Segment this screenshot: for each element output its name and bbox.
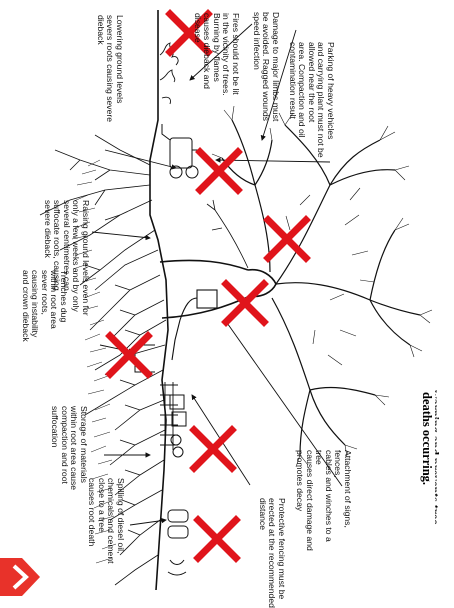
sign-board-icon — [172, 290, 217, 360]
stored-materials-icon — [170, 395, 186, 457]
heading: deaths occurring. — [419, 392, 434, 485]
label-heavy-vehicles: Parking of heavy vehicles and carrying p… — [287, 42, 335, 158]
label-spilling: Spilling of diesel oil, chemicals and ce… — [87, 478, 125, 564]
label-protective-fencing: Protective fencing must be erected at th… — [257, 498, 286, 608]
label-attachment: Attachment of signs, fences, cables and … — [294, 450, 352, 552]
vehicle-icon — [162, 124, 200, 178]
oil-drum-icon — [168, 510, 188, 575]
label-storage: Storage of materials within root area ca… — [50, 406, 88, 490]
label-lowering-ground: Lowering ground levels severs roots caus… — [95, 15, 124, 122]
label-limb-damage: Damage to major limbs must be avoided. R… — [251, 12, 280, 121]
label-trenches: Trenches dug within root area sever root… — [20, 270, 68, 342]
next-arrow-icon[interactable] — [0, 558, 40, 596]
tree-crown — [222, 120, 420, 455]
damaged-limb — [207, 200, 248, 268]
label-fires: Fires should not be lit in the vicinity … — [192, 13, 240, 96]
